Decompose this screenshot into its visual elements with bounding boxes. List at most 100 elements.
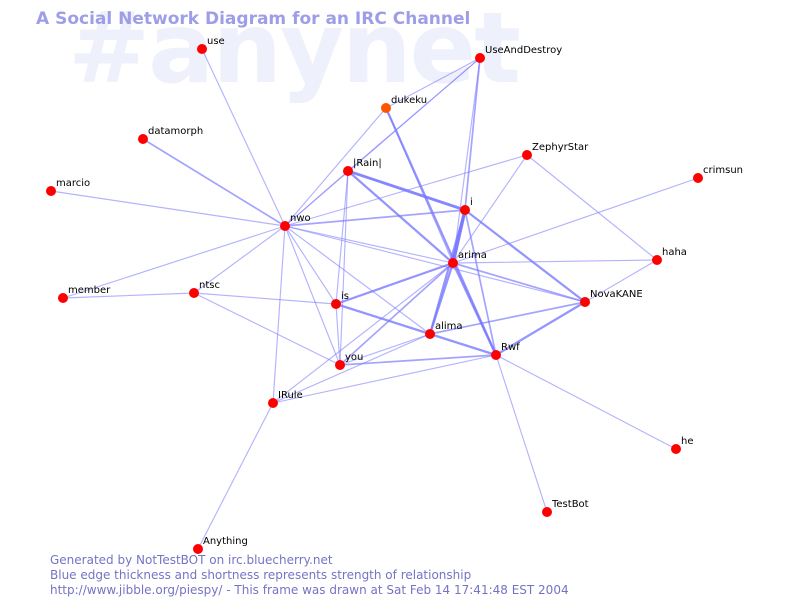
edge-datamorph-nwo bbox=[142, 138, 286, 227]
node-label: is bbox=[341, 291, 349, 302]
edge-layer bbox=[50, 48, 699, 550]
edge-rain-you bbox=[339, 170, 349, 366]
node-label: use bbox=[207, 36, 225, 47]
node-dot bbox=[331, 299, 341, 309]
edge-ntsc-you bbox=[193, 292, 341, 366]
node-he: he bbox=[671, 436, 694, 454]
node-dot bbox=[693, 173, 703, 183]
edge-i-novakane bbox=[463, 208, 587, 304]
node-label: haha bbox=[662, 247, 687, 258]
node-dot bbox=[381, 103, 391, 113]
edge-rwf-you bbox=[339, 354, 497, 366]
edge-novakane-rwf bbox=[494, 300, 587, 357]
edge-useanddestroy-rain bbox=[347, 57, 481, 172]
node-dot bbox=[448, 258, 458, 268]
edge-zephyrstar-arima bbox=[452, 154, 528, 264]
node-novakane: NovaKANE bbox=[580, 289, 643, 307]
node-dot bbox=[138, 134, 148, 144]
node-dot bbox=[542, 507, 552, 517]
edge-alima-novakane bbox=[429, 301, 586, 335]
footer: Generated by NotTestBOT on irc.bluecherr… bbox=[50, 553, 569, 598]
node-dot bbox=[335, 360, 345, 370]
node-label: ZephyrStar bbox=[532, 142, 589, 153]
node-dot bbox=[268, 398, 278, 408]
edge-nwo-alima bbox=[284, 225, 431, 335]
edge-arima-irule bbox=[272, 262, 454, 404]
node-irule: IRule bbox=[268, 390, 303, 408]
node-ntsc: ntsc bbox=[189, 280, 220, 298]
node-label: NovaKANE bbox=[590, 289, 643, 300]
edge-zephyrstar-haha bbox=[526, 154, 658, 261]
node-arima: arima bbox=[448, 250, 487, 268]
node-crimsun: crimsun bbox=[693, 165, 743, 183]
node-label: nwo bbox=[290, 213, 311, 224]
node-label: crimsun bbox=[703, 165, 743, 176]
footer-generator-line: Generated by NotTestBOT on irc.bluecherr… bbox=[50, 553, 333, 567]
node-label: you bbox=[345, 352, 363, 363]
node-rwf: Rwf bbox=[491, 342, 520, 360]
node-label: Anything bbox=[203, 536, 248, 547]
edge-useanddestroy-dukeku bbox=[385, 57, 481, 109]
node-dot bbox=[580, 297, 590, 307]
edge-ntsc-is bbox=[193, 292, 337, 305]
node-dot bbox=[671, 444, 681, 454]
edge-is-alima bbox=[334, 302, 432, 336]
edge-haha-novakane bbox=[584, 259, 658, 303]
node-label: ntsc bbox=[199, 280, 220, 291]
edge-rwf-irule bbox=[272, 354, 497, 404]
edge-alima-you bbox=[339, 333, 431, 366]
node-label: member bbox=[68, 285, 111, 296]
node-dot bbox=[189, 288, 199, 298]
edge-alima-irule bbox=[272, 333, 431, 404]
node-use: use bbox=[197, 36, 225, 54]
footer-timestamp-line: http://www.jibble.org/piespy/ - This fra… bbox=[50, 583, 569, 597]
edge-nwo-is bbox=[284, 225, 337, 305]
node-dot bbox=[425, 329, 435, 339]
edge-i-rwf bbox=[464, 209, 497, 356]
node-label: dukeku bbox=[391, 95, 427, 106]
node-nwo: nwo bbox=[280, 213, 311, 231]
edge-dukeku-arima bbox=[385, 107, 454, 264]
node-label: |Rain| bbox=[353, 158, 382, 169]
node-label: datamorph bbox=[148, 126, 203, 137]
edge-marcio-nwo bbox=[50, 190, 286, 227]
edge-member-nwo bbox=[62, 225, 286, 299]
node-dot bbox=[193, 544, 203, 554]
node-is: is bbox=[331, 291, 349, 309]
edge-useanddestroy-arima bbox=[452, 57, 481, 264]
edge-nwo-dukeku bbox=[284, 107, 387, 227]
edge-useanddestroy-i bbox=[464, 57, 481, 211]
node-label: UseAndDestroy bbox=[485, 45, 562, 56]
edge-rwf-he bbox=[495, 354, 677, 450]
node-member: member bbox=[58, 285, 111, 303]
edge-arima-alima bbox=[428, 261, 455, 336]
edge-rain-i bbox=[346, 169, 467, 212]
node-dot bbox=[475, 53, 485, 63]
node-label: TestBot bbox=[551, 499, 589, 510]
edge-arima-is bbox=[334, 261, 455, 306]
node-datamorph: datamorph bbox=[138, 126, 203, 144]
node-dot bbox=[491, 350, 501, 360]
edge-nwo-novakane bbox=[284, 225, 586, 303]
node-dot bbox=[522, 150, 532, 160]
node-anything: Anything bbox=[193, 536, 248, 554]
node-label: i bbox=[470, 197, 473, 208]
edge-arima-novakane bbox=[452, 262, 586, 303]
node-you: you bbox=[335, 352, 363, 370]
node-dukeku: dukeku bbox=[381, 95, 427, 113]
edge-member-ntsc bbox=[62, 292, 195, 299]
node-dot bbox=[652, 255, 662, 265]
edge-nwo-i bbox=[284, 209, 466, 227]
edge-nwo-you bbox=[284, 225, 341, 366]
node-label: he bbox=[681, 436, 694, 447]
node-zephyrstar: ZephyrStar bbox=[522, 142, 589, 160]
node-i: i bbox=[460, 197, 473, 215]
node-rain: |Rain| bbox=[343, 158, 382, 176]
node-alima: alima bbox=[425, 321, 463, 339]
edge-use-nwo bbox=[201, 48, 286, 227]
edge-rain-is bbox=[335, 170, 349, 305]
node-label: arima bbox=[458, 250, 487, 261]
edge-nwo-rain bbox=[284, 170, 349, 227]
